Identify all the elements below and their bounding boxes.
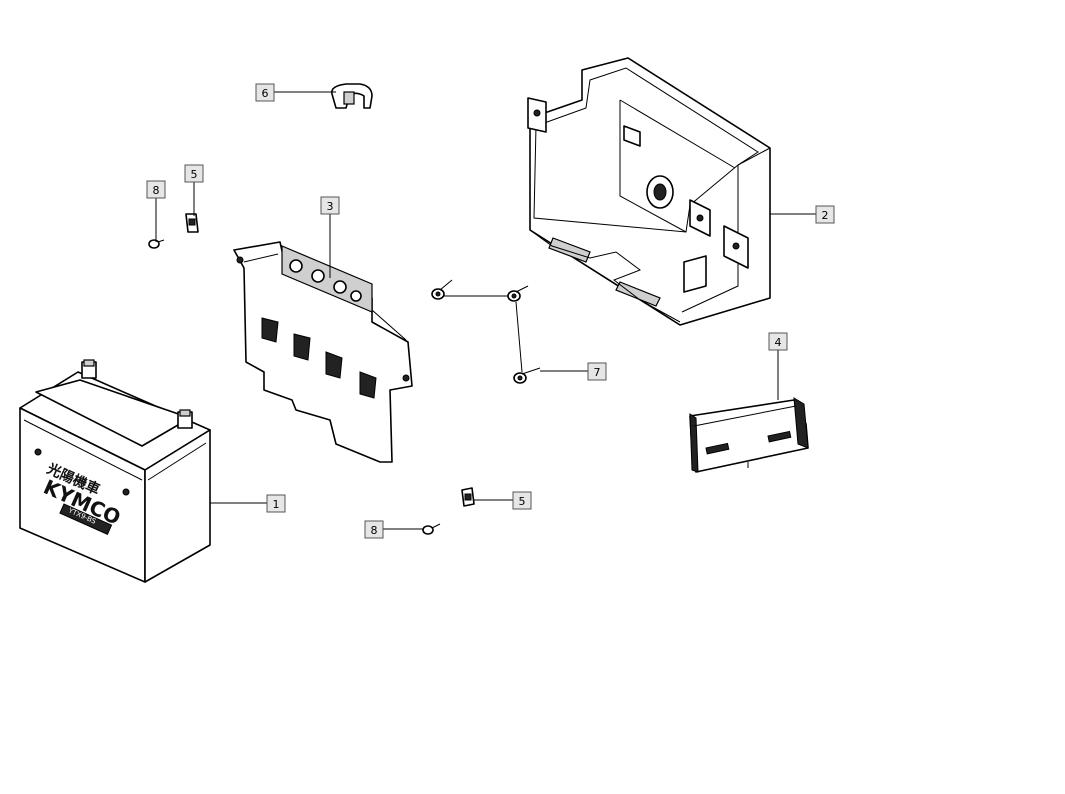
callout-8-lower-label: 8 xyxy=(371,524,378,537)
callout-4-label: 4 xyxy=(775,336,782,349)
bolt-b xyxy=(507,285,529,302)
bolt-c xyxy=(513,367,541,384)
bolts xyxy=(431,279,541,384)
callout-5-upper: 5 xyxy=(184,164,204,183)
clip xyxy=(330,83,373,109)
nut-upper xyxy=(185,213,199,233)
battery: 光陽機車 KYMCO YTX9-BS xyxy=(19,359,211,583)
callout-2: 2 xyxy=(815,205,835,224)
callout-1: 1 xyxy=(266,494,286,513)
leader-lines xyxy=(155,91,816,530)
battery-box xyxy=(527,57,771,326)
callout-3: 3 xyxy=(320,196,340,215)
callout-2-label: 2 xyxy=(822,209,829,222)
nut-lower xyxy=(461,487,475,507)
callout-5-upper-label: 5 xyxy=(191,168,198,181)
callout-5-lower-label: 5 xyxy=(519,495,526,508)
screw-lower xyxy=(422,523,441,535)
bracket xyxy=(689,397,809,473)
bolt-a xyxy=(431,279,453,300)
battery-plate xyxy=(233,241,413,463)
callout-5-lower: 5 xyxy=(512,491,532,510)
callout-6: 6 xyxy=(255,83,275,102)
callout-4: 4 xyxy=(768,332,788,351)
callout-8-upper-label: 8 xyxy=(153,184,160,197)
callout-3-label: 3 xyxy=(327,200,334,213)
callout-7-label: 7 xyxy=(594,366,601,379)
callout-6-label: 6 xyxy=(262,87,269,100)
callout-8-upper: 8 xyxy=(146,180,166,199)
callout-7: 7 xyxy=(587,362,607,381)
callout-8-lower: 8 xyxy=(364,520,384,539)
callout-1-label: 1 xyxy=(273,498,280,511)
